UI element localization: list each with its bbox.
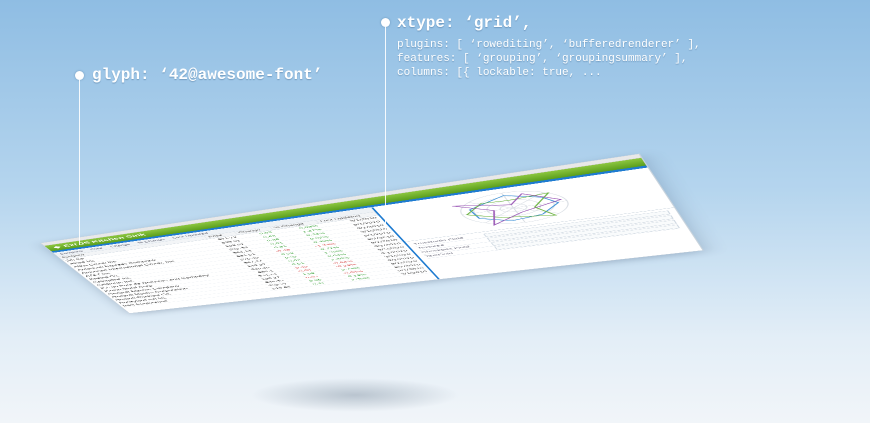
callout-line-2: features: [ ‘grouping’, ‘groupingsummary…: [397, 53, 687, 65]
callout-glyph: glyph: ‘42@awesome-font’: [92, 66, 322, 84]
callout-line-right: [385, 27, 386, 277]
radar-series-a: [463, 189, 567, 224]
app-window: ◆ Ext JS Kitchen Sink Company Price Chan…: [40, 154, 704, 314]
callout-line-3: columns: [{ lockable: true, ...: [397, 67, 602, 79]
callout-line-left: [79, 80, 80, 245]
callout-line-1: plugins: [ ‘rowediting’, ‘bufferedrender…: [397, 39, 701, 51]
callout-dot-right: [381, 18, 390, 27]
callout-dot-left: [75, 71, 84, 80]
app-main: Company Price Change % Change Last Updat…: [54, 168, 703, 313]
callout-xtype: xtype: ‘grid’,: [397, 14, 531, 32]
